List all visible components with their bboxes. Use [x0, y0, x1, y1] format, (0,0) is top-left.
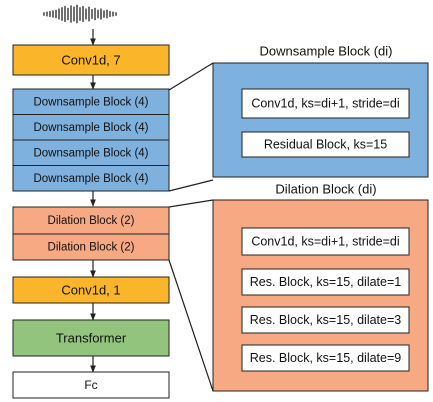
downsample-conv-label: Conv1d, ks=di+1, stride=di [251, 96, 399, 110]
dilation-block-label: Dilation Block (2) [48, 242, 135, 254]
downsample-detail-panel: Conv1d, ks=di+1, stride=di Residual Bloc… [212, 62, 429, 178]
conv1d-1-block: Conv1d, 1 [12, 276, 170, 304]
downsample-block-2: Downsample Block (4) [12, 114, 170, 141]
dilation-block-1: Dilation Block (2) [12, 206, 170, 235]
conv1d-1-label: Conv1d, 1 [61, 282, 120, 297]
downsample-block-3: Downsample Block (4) [12, 139, 170, 166]
fc-label: Fc [84, 378, 97, 392]
dilation-res-label: Res. Block, ks=15, dilate=9 [250, 351, 402, 365]
transformer-label: Transformer [56, 330, 127, 345]
dilation-detail-title: Dilation Block (di) [275, 181, 376, 196]
downsample-block-label: Downsample Block (4) [33, 173, 148, 185]
downsample-block-label: Downsample Block (4) [33, 122, 148, 134]
downsample-block-label: Downsample Block (4) [33, 148, 148, 160]
left-column: Conv1d, 7 Downsample Block (4) Downsampl… [12, 44, 170, 399]
fc-block: Fc [12, 371, 170, 399]
dilation-res-label: Res. Block, ks=15, dilate=3 [250, 313, 402, 327]
downsample-block-label: Downsample Block (4) [33, 97, 148, 109]
downsample-block-4: Downsample Block (4) [12, 165, 170, 192]
dilation-res-layer-3: Res. Block, ks=15, dilate=9 [241, 344, 410, 372]
downsample-conv-layer: Conv1d, ks=di+1, stride=di [241, 88, 410, 119]
dilation-conv-label: Conv1d, ks=di+1, stride=di [251, 234, 399, 248]
dilation-res-layer-2: Res. Block, ks=15, dilate=3 [241, 306, 410, 334]
dilation-res-label: Res. Block, ks=15, dilate=1 [250, 275, 402, 289]
conv1d-7-label: Conv1d, 7 [61, 52, 120, 67]
downsample-block-1: Downsample Block (4) [12, 88, 170, 115]
downsample-residual-label: Residual Block, ks=15 [264, 137, 387, 151]
dilation-res-layer-1: Res. Block, ks=15, dilate=1 [241, 268, 410, 296]
dilation-block-label: Dilation Block (2) [48, 215, 135, 227]
downsample-detail-title: Downsample Block (di) [260, 43, 393, 58]
dilation-conv-layer: Conv1d, ks=di+1, stride=di [241, 227, 410, 256]
dilation-block-2: Dilation Block (2) [12, 233, 170, 261]
audio-waveform-icon [43, 4, 117, 24]
transformer-block: Transformer [12, 319, 170, 357]
dilation-detail-panel: Conv1d, ks=di+1, stride=di Res. Block, k… [212, 199, 429, 392]
conv1d-7-block: Conv1d, 7 [12, 44, 170, 76]
downsample-residual-layer: Residual Block, ks=15 [241, 131, 410, 158]
